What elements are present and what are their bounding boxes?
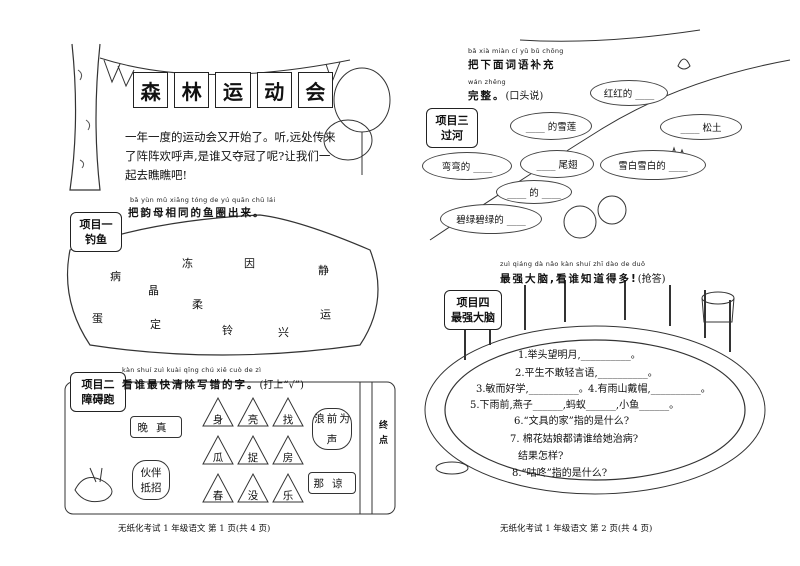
tri-char[interactable]: 春 <box>212 490 224 502</box>
section3-pinyin1: bǎ xià miàn cí yǔ bǔ chōng <box>468 47 564 55</box>
tri-char[interactable]: 瓜 <box>212 452 224 464</box>
hurdle-box[interactable]: 伙伴 抵招 <box>132 460 170 500</box>
word-char: 那 <box>313 477 332 490</box>
tri-char[interactable]: 亮 <box>247 414 259 426</box>
left-footer: 无纸化考试 1 年级语文 第 1 页(共 4 页) <box>118 524 271 534</box>
section1-pinyin: bǎ yùn mǔ xiāng tóng de yú quān chū lái <box>130 196 276 204</box>
section1-instruction: 把韵母相同的鱼圈出来。 <box>128 207 266 219</box>
title-char: 会 <box>297 72 334 108</box>
question-7b: 结果怎样? <box>518 451 564 462</box>
left-page-illustration <box>64 43 396 515</box>
word-char: 浪 <box>314 413 325 425</box>
tri-char[interactable]: 找 <box>282 414 294 426</box>
stone-blank[interactable]: ____ 的雪莲 <box>510 112 592 140</box>
finish-line-label: 终点 <box>377 420 387 450</box>
section4-instruction: 最强大脑,看谁知道得多!(抢答) <box>500 270 666 286</box>
stone-blank[interactable]: 碧绿碧绿的 ____ <box>440 204 542 234</box>
intro-story: 一年一度的运动会又开始了。听,远处传来了阵阵欢呼声,是谁又夺冠了呢?让我们一起去… <box>125 130 336 182</box>
right-page-illustration <box>424 29 791 495</box>
word-char: 晚 <box>137 421 156 434</box>
section2-instruction-note: (打上“√”) <box>259 380 304 391</box>
triangle-grid <box>202 396 304 503</box>
section4-note: (抢答) <box>637 274 666 285</box>
question-3: 3.敏而好学,__________。 <box>476 384 589 395</box>
fish-char[interactable]: 因 <box>244 257 255 270</box>
section4-pinyin: zuì qiáng dà nǎo kàn shuí zhī dào de duō <box>500 260 646 268</box>
fish-char[interactable]: 柔 <box>192 298 203 311</box>
fish-char[interactable]: 兴 <box>278 326 289 339</box>
word-char: 前 <box>326 413 338 425</box>
title-char: 动 <box>256 72 292 108</box>
section3-instruction2-text: 完整。 <box>468 90 506 102</box>
section3-instruction2: 完整。(口头说) <box>468 87 543 103</box>
question-1: 1.举头望明月,__________。 <box>518 350 641 361</box>
question-7: 7. 棉花姑娘都请谁给她治病? <box>510 434 639 445</box>
right-footer: 无纸化考试 1 年级语文 第 2 页(共 4 页) <box>500 524 653 534</box>
tri-char[interactable]: 身 <box>212 414 224 426</box>
question-5: 5.下雨前,燕子______,蚂蚁______,小鱼______。 <box>470 400 680 411</box>
question-6: 6.“文具的家”指的是什么? <box>514 416 630 427</box>
fish-char[interactable]: 铃 <box>222 324 233 337</box>
word-text: 抵招 <box>140 482 162 494</box>
section2-instruction-text: 看谁最快清除写错的字。 <box>122 379 260 391</box>
stone-blank[interactable]: 红红的 ____ <box>590 80 668 106</box>
section2-tag: 项目二 障碍跑 <box>70 372 126 412</box>
tri-char[interactable]: 捉 <box>247 452 259 464</box>
section1-tag: 项目一 钓鱼 <box>70 212 122 252</box>
tri-char[interactable]: 房 <box>282 452 294 464</box>
title-char: 运 <box>215 72 251 108</box>
title-char: 森 <box>133 72 169 108</box>
tri-char[interactable]: 没 <box>247 490 259 502</box>
section3-tag: 项目三 过河 <box>426 108 478 148</box>
fish-char[interactable]: 运 <box>320 308 331 321</box>
forest-sports-title: 森 林 运 动 会 <box>133 72 334 110</box>
section2-pinyin: kàn shuí zuì kuài qīng chú xiě cuò de zì <box>122 366 262 374</box>
word-char: 谅 <box>332 477 351 490</box>
word-char: 为 <box>339 413 350 425</box>
section3-pinyin2: wán zhěng <box>468 78 506 86</box>
section4-instruction-text: 最强大脑,看谁知道得多! <box>500 273 638 285</box>
stone-blank[interactable]: 雪白雪白的 ____ <box>600 150 706 180</box>
word-char: 声 <box>326 434 338 446</box>
title-char: 林 <box>174 72 210 108</box>
stone-blank[interactable]: 弯弯的 ____ <box>422 152 512 180</box>
word-text: 伙伴 <box>140 467 162 479</box>
word-char: 真 <box>156 421 175 434</box>
section4-tag: 项目四 最强大脑 <box>444 290 502 330</box>
fish-char[interactable]: 定 <box>150 318 161 331</box>
stone-blank[interactable]: ____ 的 ____ <box>496 180 572 204</box>
section3-instruction1: 把下面词语补充 <box>468 59 556 71</box>
word-box[interactable]: 那谅 <box>308 472 356 494</box>
stone-blank[interactable]: ____ 尾翅 <box>520 150 594 178</box>
fish-char[interactable]: 静 <box>318 264 329 277</box>
section2-instruction: 看谁最快清除写错的字。(打上“√”) <box>122 376 304 392</box>
hurdle-box[interactable]: 浪前为声 <box>312 408 352 450</box>
fish-char[interactable]: 病 <box>110 270 121 283</box>
word-box[interactable]: 晚真 <box>130 416 182 438</box>
fish-char[interactable]: 晶 <box>148 284 159 297</box>
section3-note: (口头说) <box>505 91 544 102</box>
tri-char[interactable]: 乐 <box>282 490 294 502</box>
stone-blank[interactable]: ____ 松土 <box>660 114 742 140</box>
question-8: 8.“咕咚”指的是什么? <box>512 468 608 479</box>
question-4: 4.有雨山戴帽,__________。 <box>588 384 711 395</box>
question-2: 2.平生不敢轻言语,__________。 <box>515 368 658 379</box>
fish-char[interactable]: 冻 <box>182 257 193 270</box>
fish-char[interactable]: 蛋 <box>92 312 103 325</box>
